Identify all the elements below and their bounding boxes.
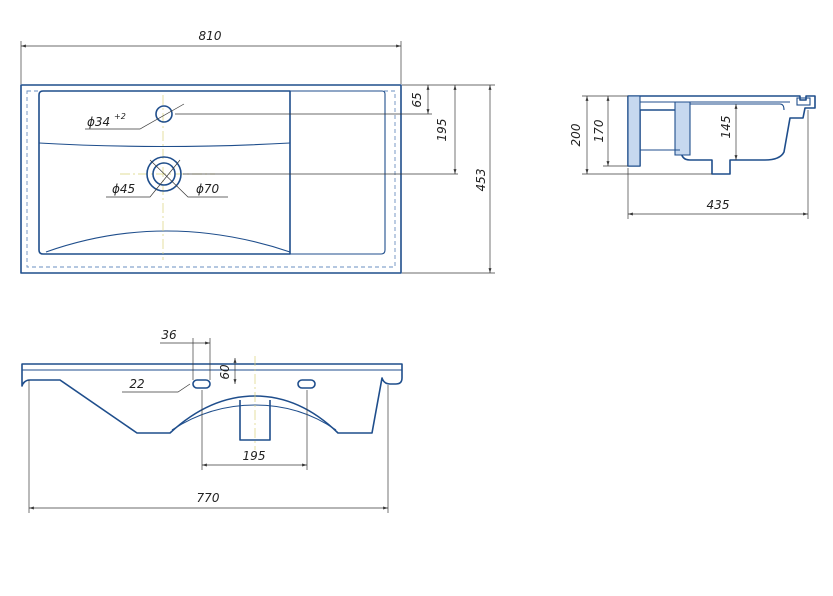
dim-slot-spacing-label: 36	[161, 328, 177, 342]
leader-drain-inner	[106, 159, 181, 198]
dim-slot-height-label: 60	[218, 364, 232, 380]
top-view-bowl-edge-lower	[45, 230, 291, 253]
drain-outer-ring	[146, 156, 182, 192]
overflow-slot	[796, 97, 811, 106]
drain-inner-ring	[152, 162, 176, 186]
dim-rim-height-label: 170	[592, 119, 606, 142]
bracket-slot-left	[192, 379, 211, 389]
tap-hole-diameter-label: ϕ34	[87, 115, 110, 129]
front-view-outline	[21, 363, 403, 434]
dim-side-depth-label: 435	[707, 198, 730, 212]
side-view-section-back	[674, 101, 691, 156]
dim-drain-offset-label: 195	[435, 119, 449, 142]
dim-slot-width-label: 22	[129, 377, 144, 391]
dim-bracket-spacing-label: 195	[243, 449, 266, 463]
top-view-bowl-edge-upper	[38, 142, 291, 148]
top-view: 810 453 65 195 ϕ34 +2 ϕ45 ϕ70	[20, 29, 495, 274]
tap-hole-tolerance-label: +2	[114, 112, 126, 121]
dim-total-height-label: 200	[569, 123, 583, 146]
leader-tap-hole	[85, 103, 185, 130]
top-view-outline	[20, 84, 402, 274]
dim-base-width-label: 770	[197, 491, 220, 505]
leader-drain-outer	[149, 159, 228, 198]
dim-width-label: 810	[199, 29, 222, 43]
bracket-slot-right	[297, 379, 316, 389]
drain-inner-diameter-label: ϕ45	[112, 182, 135, 196]
top-view-bowl	[38, 90, 291, 255]
side-view-section-wall	[627, 95, 641, 167]
dim-bowl-depth-label: 145	[719, 116, 733, 139]
side-view: 200 170 145 435	[569, 95, 816, 219]
dim-depth-label: 453	[474, 169, 488, 192]
front-view-drain	[239, 400, 271, 441]
top-view-shelf	[290, 90, 386, 255]
tap-hole	[155, 105, 173, 123]
leader-slot-width	[122, 383, 191, 393]
drain-outer-diameter-label: ϕ70	[196, 182, 220, 196]
top-view-hidden-edge	[26, 90, 396, 268]
dim-tap-offset-label: 65	[410, 92, 424, 107]
front-view: 36 22 60 195 770	[21, 328, 403, 513]
front-view-bowl-base	[171, 404, 337, 431]
side-view-inner-bowl	[690, 103, 785, 111]
